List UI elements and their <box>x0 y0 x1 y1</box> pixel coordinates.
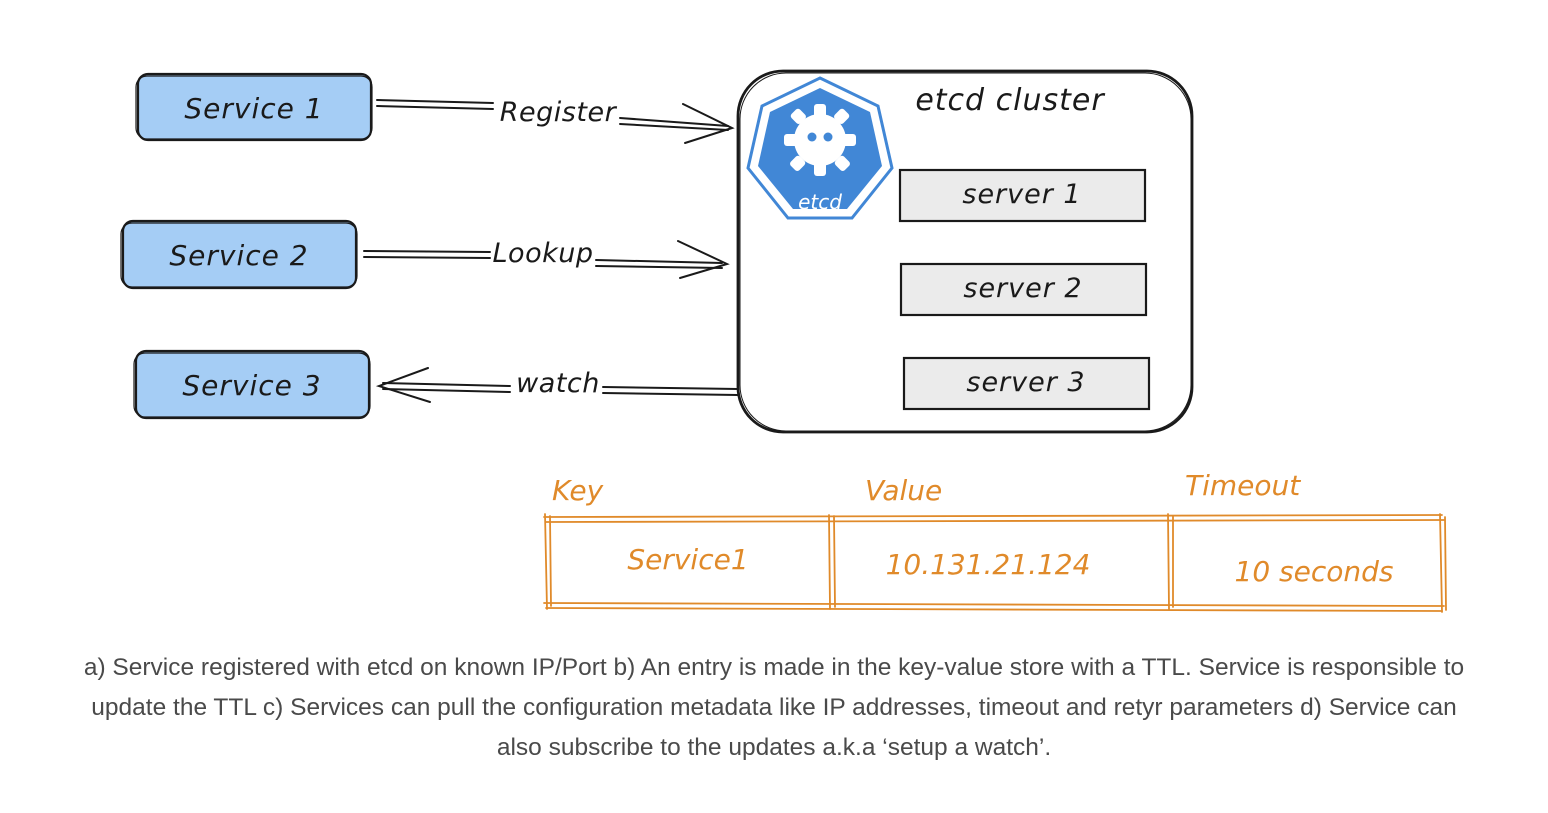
server-1-label: server 1 <box>962 179 1081 210</box>
cluster-title: etcd cluster <box>915 83 1105 118</box>
logo-text: etcd <box>798 190 842 214</box>
server-node-3: server 3 <box>902 356 1151 411</box>
lookup-label: Lookup <box>493 238 594 269</box>
service-2-label: Service 2 <box>169 239 308 272</box>
etcd-cluster: etcd cluster <box>736 69 1194 434</box>
table-header-key: Key <box>552 474 604 507</box>
table-header-timeout: Timeout <box>1185 469 1301 502</box>
table-cell-value: 10.131.21.124 <box>886 548 1091 581</box>
table-header-value: Value <box>865 474 942 507</box>
table-cell-timeout: 10 seconds <box>1235 555 1394 588</box>
lookup-arrow <box>363 240 730 279</box>
server-3-label: server 3 <box>966 367 1085 398</box>
server-node-2: server 2 <box>899 262 1148 317</box>
service-node-1: Service 1 <box>135 72 373 142</box>
service-node-3: Service 3 <box>133 349 371 420</box>
etcd-service-discovery-diagram: Service 1 Service 2 Service 3 Register L… <box>120 69 1447 613</box>
table-cell-key: Service1 <box>627 543 748 576</box>
register-label: Register <box>500 97 618 128</box>
watch-label: watch <box>516 368 600 399</box>
server-node-1: server 1 <box>898 168 1147 223</box>
service-node-2: Service 2 <box>120 219 358 290</box>
etcd-logo-icon: etcd <box>746 76 894 220</box>
kv-table-row <box>543 513 1447 613</box>
service-1-label: Service 1 <box>184 92 323 125</box>
register-arrow <box>376 99 735 144</box>
figure-caption: a) Service registered with etcd on known… <box>83 654 1465 761</box>
watch-arrow <box>375 367 739 403</box>
service-3-label: Service 3 <box>182 369 321 402</box>
server-2-label: server 2 <box>963 273 1082 304</box>
